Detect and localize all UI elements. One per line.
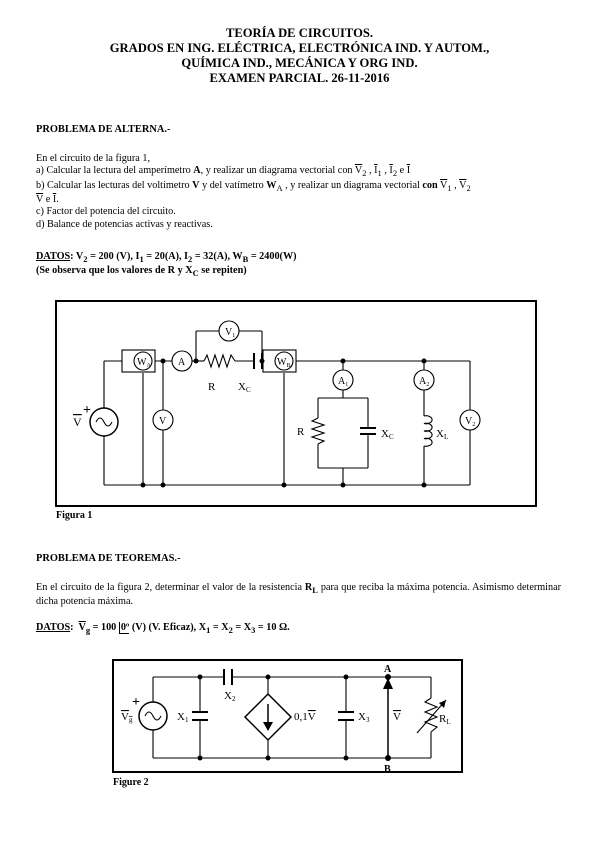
figure1-caption: Figura 1	[56, 510, 93, 521]
wattmeter-b-label: WB	[277, 357, 290, 369]
parallel-capacitor-label: XC	[381, 428, 394, 441]
problem2-data: DATOS: Vg = 100 0º (V) (V. Eficaz), X1 =…	[36, 622, 290, 636]
header-line-4: EXAMEN PARCIAL. 26-11-2016	[209, 71, 390, 85]
voltmeter-v1-label: V1	[225, 327, 235, 339]
source-label: V	[73, 415, 82, 429]
source2-label: Vg	[121, 711, 133, 724]
voltmeter-label: V	[159, 416, 167, 427]
problem1-data: DATOS: V2 = 200 (V), I1 = 20(A), I2 = 32…	[36, 251, 561, 280]
header-line-1: TEORÍA DE CIRCUITOS.	[225, 26, 374, 40]
problem1-item-d: d) Balance de potencias activas y reacti…	[36, 218, 213, 230]
exam-header: TEORÍA DE CIRCUITOS. GRADOS EN ING. ELÉC…	[0, 26, 599, 86]
capacitor-x1-label: X1	[177, 711, 189, 724]
problem1-statement: En el circuito de la figura 1, a) Calcul…	[36, 153, 561, 231]
capacitor-x3-label: X3	[358, 711, 370, 724]
problem1-item-a: a) Calcular la lectura del amperímetro A…	[36, 165, 411, 179]
series-capacitor-label: XC	[238, 381, 251, 394]
ammeter-a1-label: A1	[338, 376, 348, 388]
load-resistor-label: RL	[439, 713, 451, 726]
source-plus: +	[83, 403, 91, 418]
capacitor-x2-label: X2	[224, 690, 236, 703]
figure1-nodes	[140, 358, 427, 488]
dependent-source-label: 0,1V	[294, 711, 316, 723]
parallel-resistor-label: R	[297, 426, 305, 438]
figure2-caption: Figure 2	[113, 777, 149, 788]
inductor-label: XL	[436, 428, 448, 441]
terminal-b-label: B	[384, 764, 391, 775]
source2-plus: +	[132, 695, 140, 710]
problem2-statement: En el circuito de la figura 2, determina…	[36, 582, 561, 608]
voltage-ab-label: V	[393, 711, 401, 723]
ammeter-a2-label: A2	[419, 376, 429, 388]
problem1-intro: En el circuito de la figura 1,	[36, 153, 150, 164]
terminal-a-label: A	[384, 664, 392, 675]
header-line-3: QUÍMICA IND., MECÁNICA Y ORG IND.	[181, 56, 418, 70]
wattmeter-a-label: WA	[137, 357, 151, 369]
header-line-2: GRADOS EN ING. ELÉCTRICA, ELECTRÓNICA IN…	[109, 41, 490, 55]
problem1-note: (Se observa que los valores de R y XC se…	[36, 265, 247, 279]
ammeter-label: A	[178, 357, 186, 368]
problem1-item-c: c) Factor del potencia del circuito.	[36, 206, 176, 218]
voltmeter-v2-label: V2	[465, 416, 475, 428]
problem1-item-b: b) Calcular las lecturas del voltímetro …	[36, 179, 471, 205]
problem1-title: PROBLEMA DE ALTERNA.-	[36, 124, 171, 135]
problem2-title: PROBLEMA DE TEOREMAS.-	[36, 553, 181, 564]
series-resistor-label: R	[208, 381, 216, 393]
